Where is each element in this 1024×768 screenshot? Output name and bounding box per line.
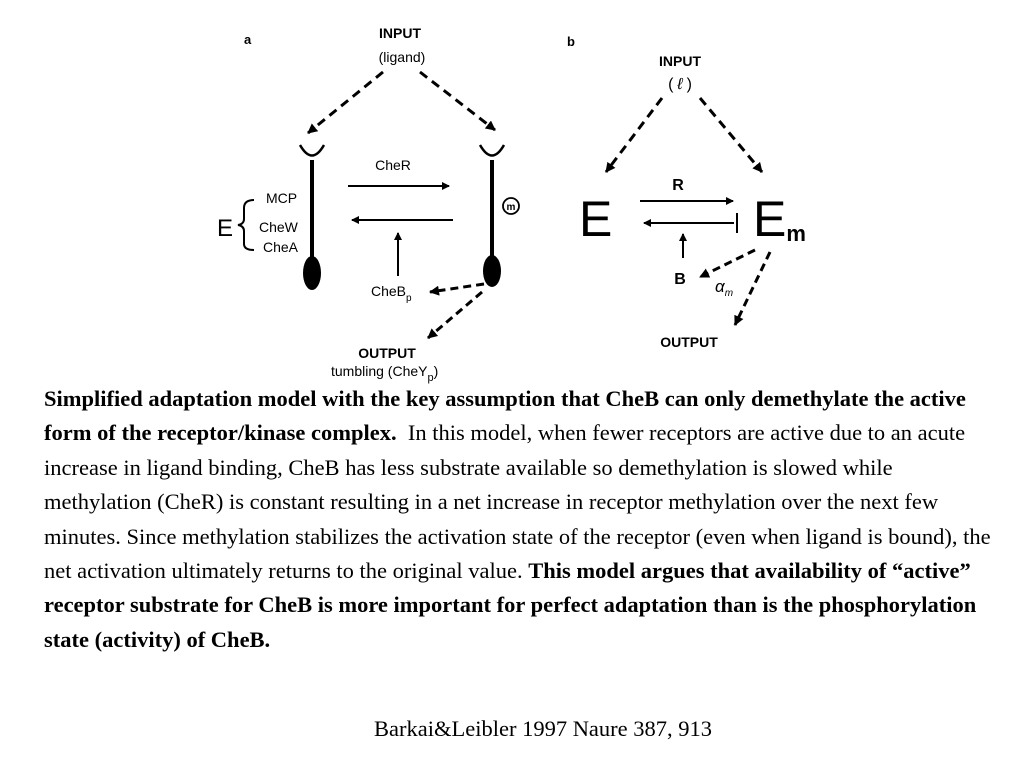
chebp-feedback-arrow: [429, 282, 485, 296]
panel-a-output-tumbling: tumbling (CheYp): [331, 363, 438, 384]
figure-caption: Simplified adaptation model with the key…: [44, 382, 994, 657]
e-label: E: [579, 191, 612, 247]
cher-label: CheR: [375, 157, 411, 173]
b-output-arrow: [733, 251, 772, 326]
panel-a-input-label: INPUT: [379, 25, 421, 41]
em-label: Em: [753, 191, 806, 247]
panel-a-input-ligand: (ligand): [379, 49, 426, 65]
receptor-right-cup: [478, 144, 506, 157]
caption-body: In this model, when fewer receptors are …: [44, 420, 991, 584]
r-label: R: [672, 177, 684, 194]
caption-bold-intro: Simplified adaptation model with the key…: [44, 386, 966, 446]
receptor-right-kinase: [483, 255, 501, 287]
alpha-m-label: αm: [715, 277, 733, 299]
panel-a-letter: a: [244, 32, 252, 47]
e-complex-bracket: [237, 199, 255, 251]
panel-b-letter: b: [567, 34, 575, 49]
b-input-arrow-right: [698, 97, 764, 173]
panel-b-output-label: OUTPUT: [660, 334, 718, 350]
chebp-label: CheBp: [371, 283, 412, 304]
chea-label: CheA: [263, 239, 299, 255]
output-arrow: [427, 290, 483, 340]
receptor-unmethylated: [298, 144, 326, 290]
citation: Barkai&Leibler 1997 Naure 387, 913: [374, 716, 713, 741]
panel-b: b INPUT (ℓ) E Em R B αm OUTPUT: [567, 34, 806, 350]
b-feedback-arrow: [699, 248, 756, 279]
b-label: B: [674, 271, 686, 288]
e-complex-symbol: E: [217, 215, 233, 242]
receptor-methylated: m: [478, 144, 520, 287]
b-input-arrow-left: [604, 97, 664, 173]
methyl-mark-label: m: [507, 202, 516, 213]
input-arrow-left: [307, 70, 384, 135]
panel-b-input-ell: (ℓ): [668, 76, 692, 93]
mcp-label: MCP: [266, 190, 297, 206]
chew-label: CheW: [259, 219, 299, 235]
caption-bold-conclusion: This model argues that availability of “…: [44, 558, 977, 652]
input-arrow-right: [419, 70, 496, 132]
receptor-left-kinase: [303, 256, 321, 290]
panel-a: a INPUT (ligand) m E MCP CheW CheA CheR: [217, 25, 520, 384]
adaptation-model-figure: a INPUT (ligand) m E MCP CheW CheA CheR: [217, 25, 806, 384]
receptor-left-cup: [298, 144, 326, 157]
panel-b-input-label: INPUT: [659, 53, 701, 69]
panel-a-output-label: OUTPUT: [358, 345, 416, 361]
methyl-mark: [502, 197, 520, 215]
